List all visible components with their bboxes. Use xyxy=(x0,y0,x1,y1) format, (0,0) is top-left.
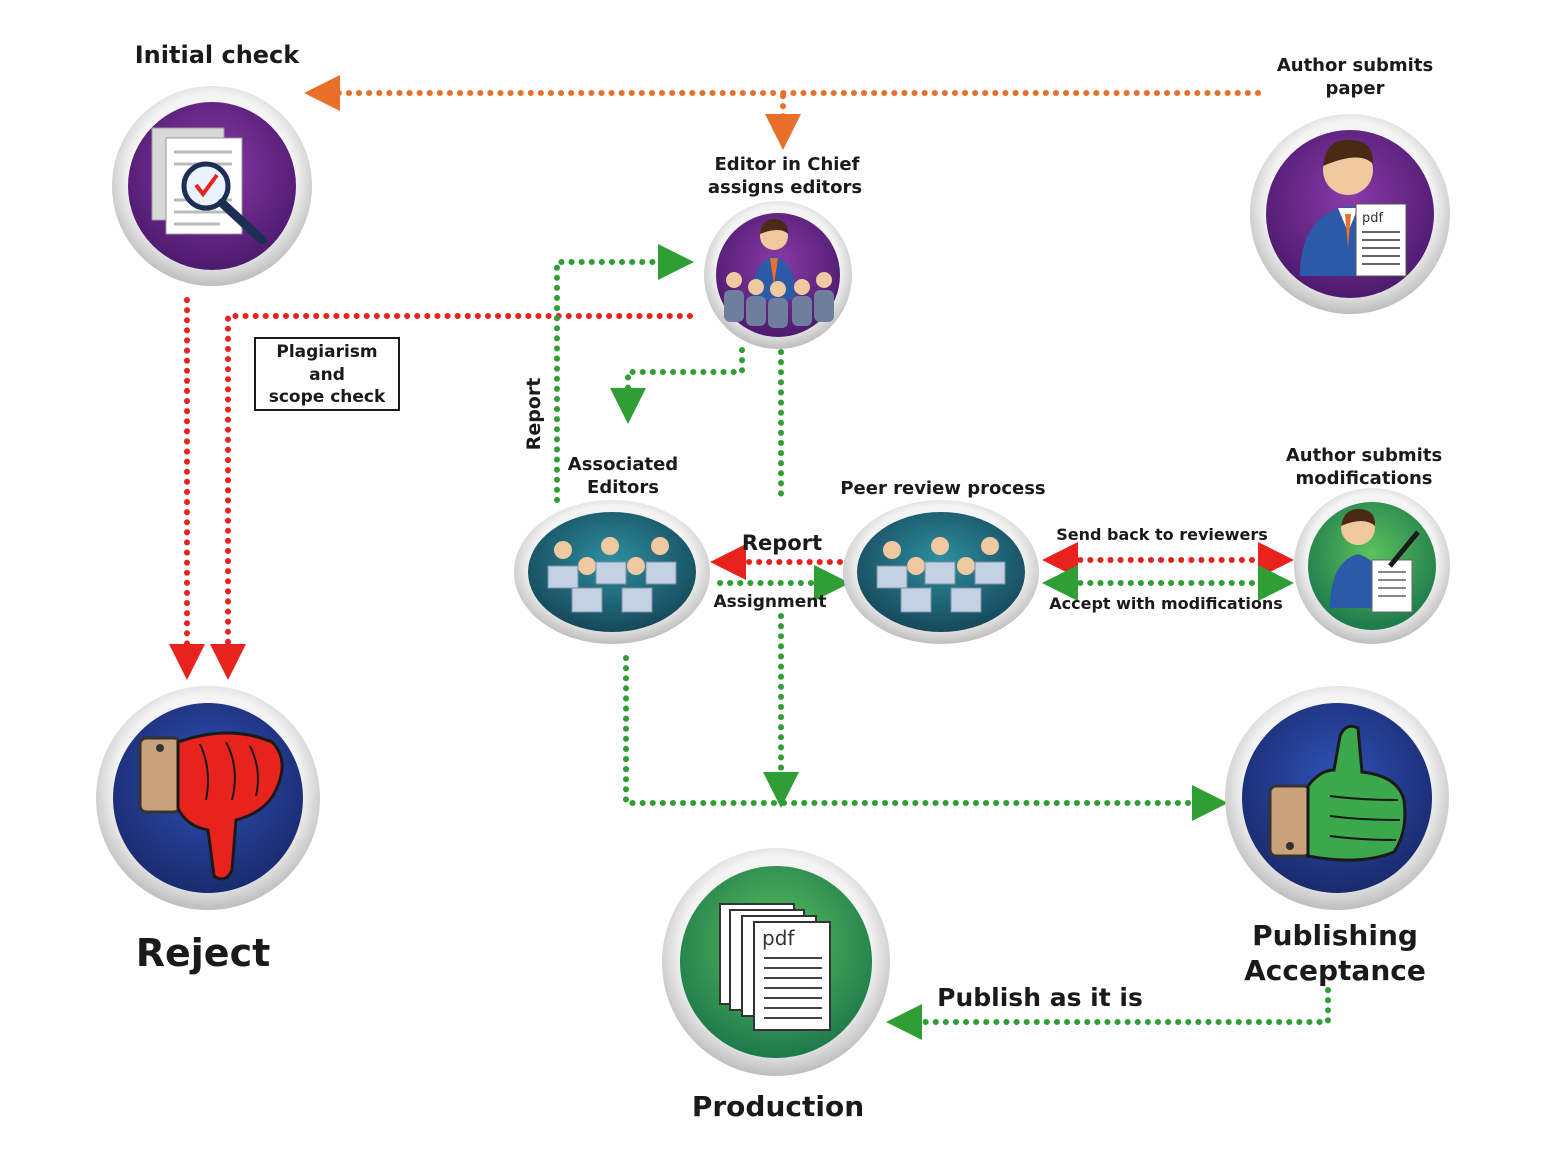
node-associated-editors xyxy=(514,500,710,644)
editor-team-icon xyxy=(724,218,834,328)
author-edit-icon xyxy=(1330,508,1420,613)
node-reject xyxy=(96,686,320,910)
label-editor-in-chief-2: assigns editors xyxy=(708,177,862,198)
arrow-report-to-editor xyxy=(554,244,694,503)
node-author-submits-paper: pdf xyxy=(1250,114,1450,314)
label-reject: Reject xyxy=(136,931,271,975)
label-plagiarism-2: and xyxy=(309,365,345,385)
arrow-editor-to-associated xyxy=(610,347,745,424)
label-author-mod-1: Author submits xyxy=(1286,445,1442,466)
label-author-mod-2: modifications xyxy=(1295,468,1432,489)
label-production: Production xyxy=(692,1090,864,1123)
plagiarism-box xyxy=(254,337,400,411)
editors-group-icon xyxy=(547,537,677,613)
document-magnifier-icon xyxy=(151,127,267,245)
svg-text:pdf: pdf xyxy=(762,926,795,950)
node-initial-check xyxy=(112,86,312,286)
label-publishing-2: Acceptance xyxy=(1244,954,1426,987)
label-author-submits-2: paper xyxy=(1325,78,1384,99)
connectors xyxy=(169,75,1331,1040)
thumbs-up-icon xyxy=(1268,724,1407,862)
node-publishing-acceptance xyxy=(1225,686,1449,910)
label-author-submits-1: Author submits xyxy=(1277,55,1433,76)
label-associated-editors-2: Editors xyxy=(587,477,659,498)
labels: Initial check Author submits paper Edito… xyxy=(135,41,1442,1123)
label-initial-check: Initial check xyxy=(135,41,301,69)
label-publish-as-is: Publish as it is xyxy=(937,983,1143,1012)
arrow-publish-as-is xyxy=(886,987,1331,1040)
node-production: pdf xyxy=(662,848,890,1076)
arrow-associated-to-acceptance xyxy=(623,655,1228,821)
label-assignment: Assignment xyxy=(714,592,827,612)
label-send-back: Send back to reviewers xyxy=(1056,525,1268,544)
label-publishing-1: Publishing xyxy=(1252,919,1418,952)
node-author-modifications xyxy=(1294,488,1450,644)
svg-text:pdf: pdf xyxy=(1362,211,1384,226)
label-accept-mod: Accept with modifications xyxy=(1049,594,1283,613)
thumbs-down-icon xyxy=(138,731,284,881)
label-plagiarism-3: scope check xyxy=(269,387,386,407)
label-associated-editors-1: Associated xyxy=(568,454,678,475)
label-report-vertical: Report xyxy=(523,378,545,451)
arrow-editor-to-reject xyxy=(210,313,693,680)
reviewers-group-icon xyxy=(876,537,1006,613)
label-report: Report xyxy=(742,531,822,555)
pdf-stack-icon: pdf xyxy=(719,903,831,1031)
node-editor-in-chief xyxy=(704,201,852,349)
label-peer-review: Peer review process xyxy=(840,478,1045,499)
label-editor-in-chief-1: Editor in Chief xyxy=(715,154,860,175)
author-pdf-icon: pdf xyxy=(1300,139,1407,277)
node-peer-review xyxy=(843,500,1039,644)
label-plagiarism-1: Plagiarism xyxy=(276,342,377,362)
